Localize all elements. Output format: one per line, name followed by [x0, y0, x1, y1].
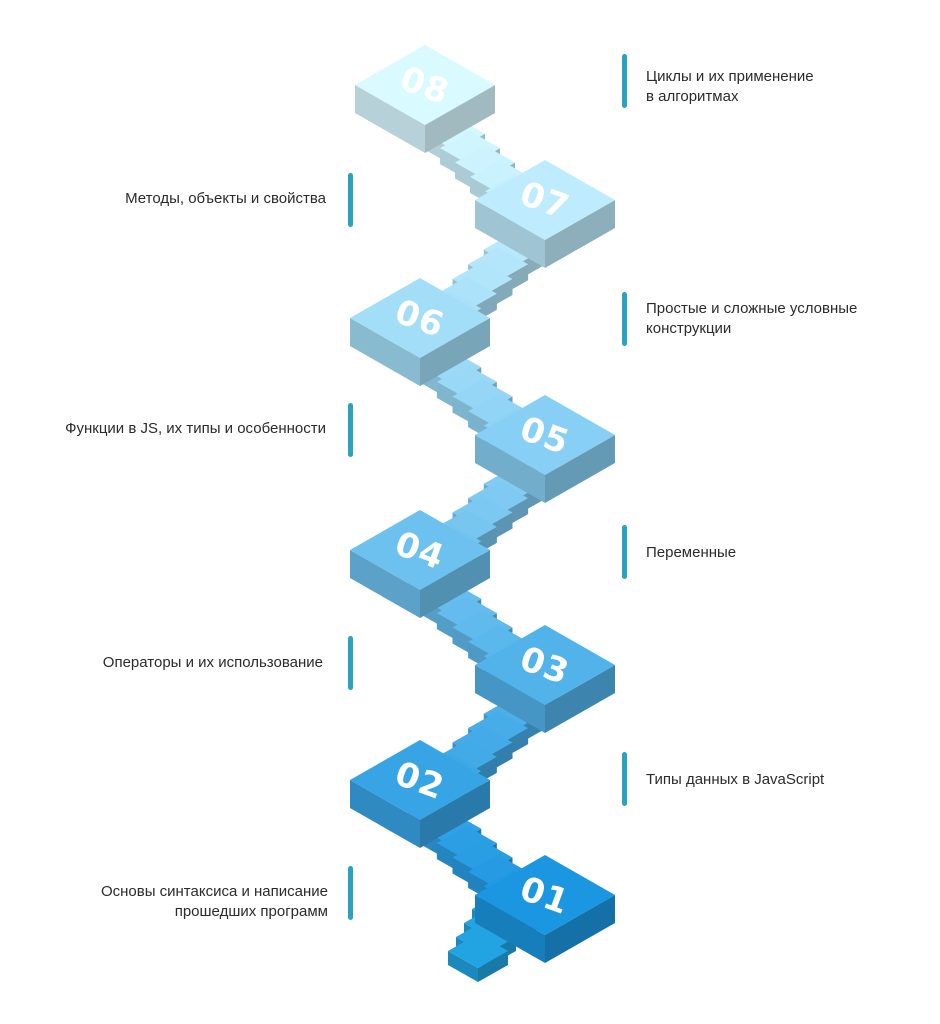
accent-bar — [622, 525, 627, 579]
accent-bar — [348, 403, 353, 457]
step-platform-03: 03 — [475, 625, 615, 733]
step-platform-02: 02 — [350, 740, 490, 848]
accent-bar — [348, 866, 353, 920]
step-platform-06: 06 — [350, 278, 490, 386]
step-platform-07: 07 — [475, 160, 615, 268]
step-platform-05: 05 — [475, 395, 615, 503]
accent-bar — [622, 54, 627, 108]
step-label-06: Простые и сложные условные конструкции — [646, 300, 858, 337]
accent-bar — [348, 173, 353, 227]
step-platform-01: 01 — [475, 855, 615, 963]
accent-bar — [622, 752, 627, 806]
stair-step — [448, 934, 508, 982]
step-label-05: Функции в JS, их типы и особенности — [65, 420, 326, 437]
step-label-08: Циклы и их применение в алгоритмах — [646, 68, 814, 105]
accent-bar — [622, 292, 627, 346]
step-label-03: Операторы и их использование — [102, 654, 323, 671]
step-label-01: Основы синтаксиса и написание прошедших … — [100, 883, 328, 920]
step-label-02: Типы данных в JavaScript — [646, 771, 825, 788]
step-label-04: Переменные — [646, 544, 737, 561]
accent-bar — [348, 636, 353, 690]
step-platform-08: 08 — [355, 45, 495, 153]
step-label-07: Методы, объекты и свойства — [125, 190, 326, 207]
step-platform-04: 04 — [350, 510, 490, 618]
